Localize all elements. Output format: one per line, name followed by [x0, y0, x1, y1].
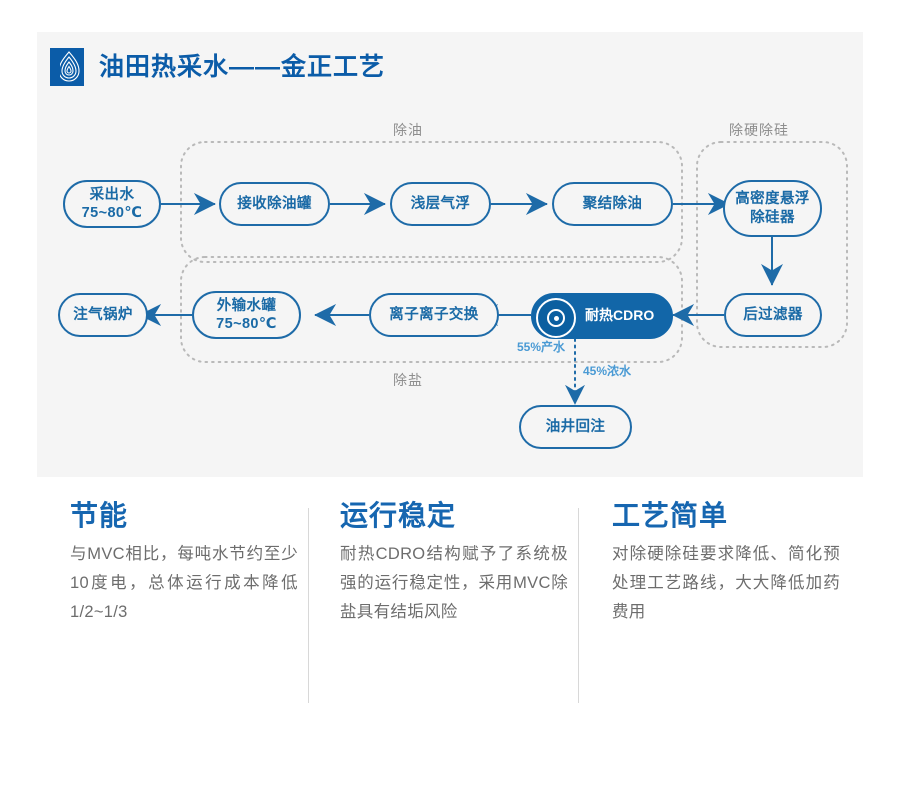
feature-card-simple-process: 工艺简单 对除硬除硅要求降低、简化预处理工艺路线，大大降低加药费用: [612, 500, 840, 627]
flow-label-permeate: 55%产水: [517, 340, 566, 354]
node-oil-well-reinjection[interactable]: 油井回注: [519, 405, 632, 449]
node-steam-injection-boiler[interactable]: 注气锅炉: [58, 293, 148, 337]
node-heat-resistant-cdro-label: 耐热CDRO: [585, 307, 655, 324]
page-header: 油田热采水——金正工艺: [50, 48, 385, 86]
node-coalescing-deoiling[interactable]: 聚结除油: [552, 182, 673, 226]
feature-list: 节能 与MVC相比，每吨水节约至少10度电，总体运行成本降低1/2~1/3 运行…: [0, 500, 900, 730]
feature-divider-1: [308, 508, 309, 703]
water-ripple-logo-icon: [50, 48, 84, 86]
flow-label-concentrate: 45%浓水: [583, 364, 632, 378]
node-receiving-deoiling-tank[interactable]: 接收除油罐: [219, 182, 330, 226]
feature-body: 耐热CDRO结构赋予了系统极强的运行稳定性，采用MVC除盐具有结垢风险: [340, 545, 568, 621]
process-flow-diagram: 除油 除硬除硅 除盐 采出水 75~80℃ 接收除油罐 浅层气浮 聚结除油 高密…: [37, 32, 863, 477]
page-title: 油田热采水——金正工艺: [99, 52, 386, 81]
node-produced-water[interactable]: 采出水 75~80℃: [63, 180, 161, 228]
feature-title: 节能: [70, 500, 129, 531]
node-shallow-air-flotation[interactable]: 浅层气浮: [390, 182, 491, 226]
feature-card-energy-saving: 节能 与MVC相比，每吨水节约至少10度电，总体运行成本降低1/2~1/3: [70, 500, 298, 627]
group-label-desalination: 除盐: [393, 372, 423, 388]
feature-card-stable-operation: 运行稳定 耐热CDRO结构赋予了系统极强的运行稳定性，采用MVC除盐具有结垢风险: [340, 500, 568, 627]
ring-target-icon: [536, 298, 576, 338]
feature-title: 工艺简单: [612, 500, 729, 531]
feature-body: 与MVC相比，每吨水节约至少10度电，总体运行成本降低1/2~1/3: [70, 545, 298, 621]
group-label-hardness-silica: 除硬除硅: [729, 122, 789, 138]
diagram-connectors: [139, 141, 848, 405]
node-post-filter[interactable]: 后过滤器: [724, 293, 822, 337]
node-ion-exchange[interactable]: 离子离子交换: [369, 293, 499, 337]
feature-divider-2: [578, 508, 579, 703]
node-high-density-suspended-desilication[interactable]: 高密度悬浮 除硅器: [723, 180, 822, 237]
group-label-deoiling: 除油: [393, 122, 423, 138]
diagram-panel: [37, 32, 863, 477]
feature-body: 对除硬除硅要求降低、简化预处理工艺路线，大大降低加药费用: [612, 545, 840, 621]
node-heat-resistant-cdro[interactable]: 耐热CDRO: [531, 293, 673, 339]
feature-title: 运行稳定: [340, 500, 457, 531]
node-export-water-tank[interactable]: 外输水罐 75~80℃: [192, 291, 301, 339]
